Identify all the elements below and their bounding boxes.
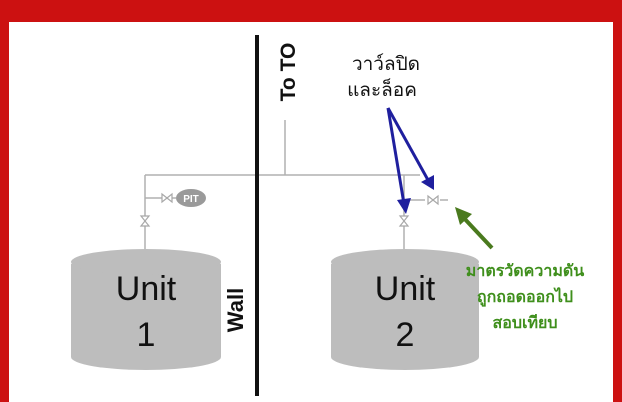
unit2-tank: Unit 2 xyxy=(331,249,479,370)
unit2-tank-body xyxy=(331,264,479,370)
frame-left xyxy=(0,0,9,402)
gauge-removed-arrow xyxy=(455,207,494,250)
gauge-removed-label-line3: สอบเทียบ xyxy=(492,313,557,332)
green-arrow-shaft xyxy=(460,214,494,250)
gauge-removed-label-line2: ถูกถอดออกไป xyxy=(477,287,573,308)
valve-locked-label-line1: วาว์ลปิด xyxy=(352,53,420,75)
unit2-valve-icon xyxy=(398,215,410,227)
unit2-tank-top xyxy=(331,249,479,275)
blue-arrowhead-to-gauge-valve xyxy=(421,175,434,190)
blue-arrow-to-gauge-valve xyxy=(386,107,430,181)
pit-gauge-icon xyxy=(176,189,206,207)
unit1-valve-icon xyxy=(139,215,151,227)
gauge-removed-label-line1: มาตรวัดความดัน xyxy=(466,262,585,280)
to-to-label: To TO xyxy=(277,43,300,102)
blue-arrow-to-unit2-valve xyxy=(386,107,406,205)
valve-locked-arrows xyxy=(386,107,434,214)
gauge-branch-valve-icon xyxy=(427,194,439,206)
unit1-label-word: Unit xyxy=(116,270,177,308)
unit1-tank-top xyxy=(71,249,221,275)
wall-label: Wall xyxy=(223,288,248,332)
unit2-label-word: Unit xyxy=(375,270,436,308)
frame-right xyxy=(613,0,622,402)
unit1-label-number: 1 xyxy=(137,316,156,354)
blue-arrowhead-to-unit2-valve xyxy=(397,198,411,214)
pit-label: PIT xyxy=(183,194,199,205)
green-arrowhead xyxy=(455,207,472,225)
unit2-label-number: 2 xyxy=(396,316,415,354)
unit1-tank: Unit 1 xyxy=(71,249,221,370)
unit1-tank-body xyxy=(71,264,221,370)
frame-top xyxy=(0,0,622,22)
valve-locked-label-line2: และล็อค xyxy=(347,77,417,101)
pit-branch-valve-icon xyxy=(161,192,173,204)
